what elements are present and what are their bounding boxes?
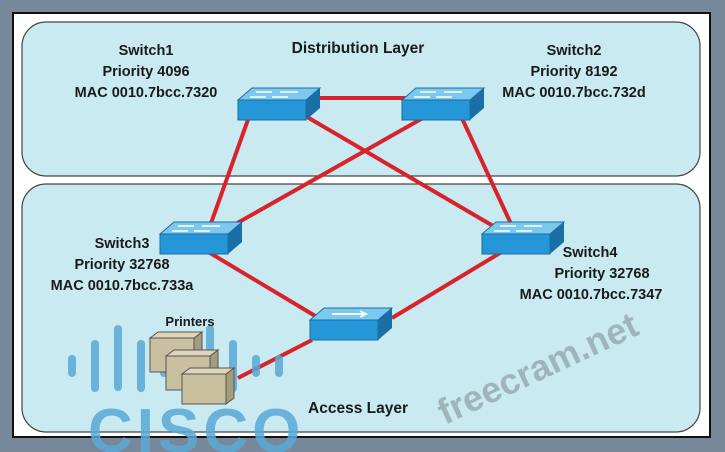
switch4-mac: MAC 0010.7bcc.7347 <box>520 287 663 303</box>
switch1-priority: Priority 4096 <box>102 64 189 80</box>
links <box>203 96 514 380</box>
printers-icon <box>148 331 236 405</box>
access-layer-title: Access Layer <box>308 400 408 417</box>
printers-label: Printers <box>165 314 214 329</box>
switch2-priority: Priority 8192 <box>530 64 617 80</box>
switch3-priority: Priority 32768 <box>74 257 169 273</box>
switch1-mac: MAC 0010.7bcc.7320 <box>75 85 218 101</box>
switch1-name: Switch1 <box>119 43 174 59</box>
link-s1-s3 <box>208 113 252 227</box>
cisco-logo-text: CISCO <box>88 397 304 452</box>
switch2-icon[interactable] <box>401 87 485 121</box>
switch3-name: Switch3 <box>95 236 150 252</box>
link-s2-s4 <box>458 113 514 227</box>
link-s4-access <box>390 248 507 320</box>
link-s1-s4 <box>300 112 502 232</box>
switch3-icon[interactable] <box>159 221 243 255</box>
switch4-priority: Priority 32768 <box>554 266 649 282</box>
switch2-name: Switch2 <box>547 43 602 59</box>
link-s3-access <box>203 248 324 322</box>
switch4-icon[interactable] <box>481 221 565 255</box>
switch1-icon[interactable] <box>237 87 321 121</box>
access-switch-icon[interactable] <box>308 307 394 341</box>
switch2-mac: MAC 0010.7bcc.732d <box>502 85 645 101</box>
link-s2-s3 <box>231 112 431 228</box>
switch4-name: Switch4 <box>563 245 618 261</box>
distribution-layer-title: Distribution Layer <box>292 40 425 57</box>
switch3-mac: MAC 0010.7bcc.733a <box>51 278 195 294</box>
